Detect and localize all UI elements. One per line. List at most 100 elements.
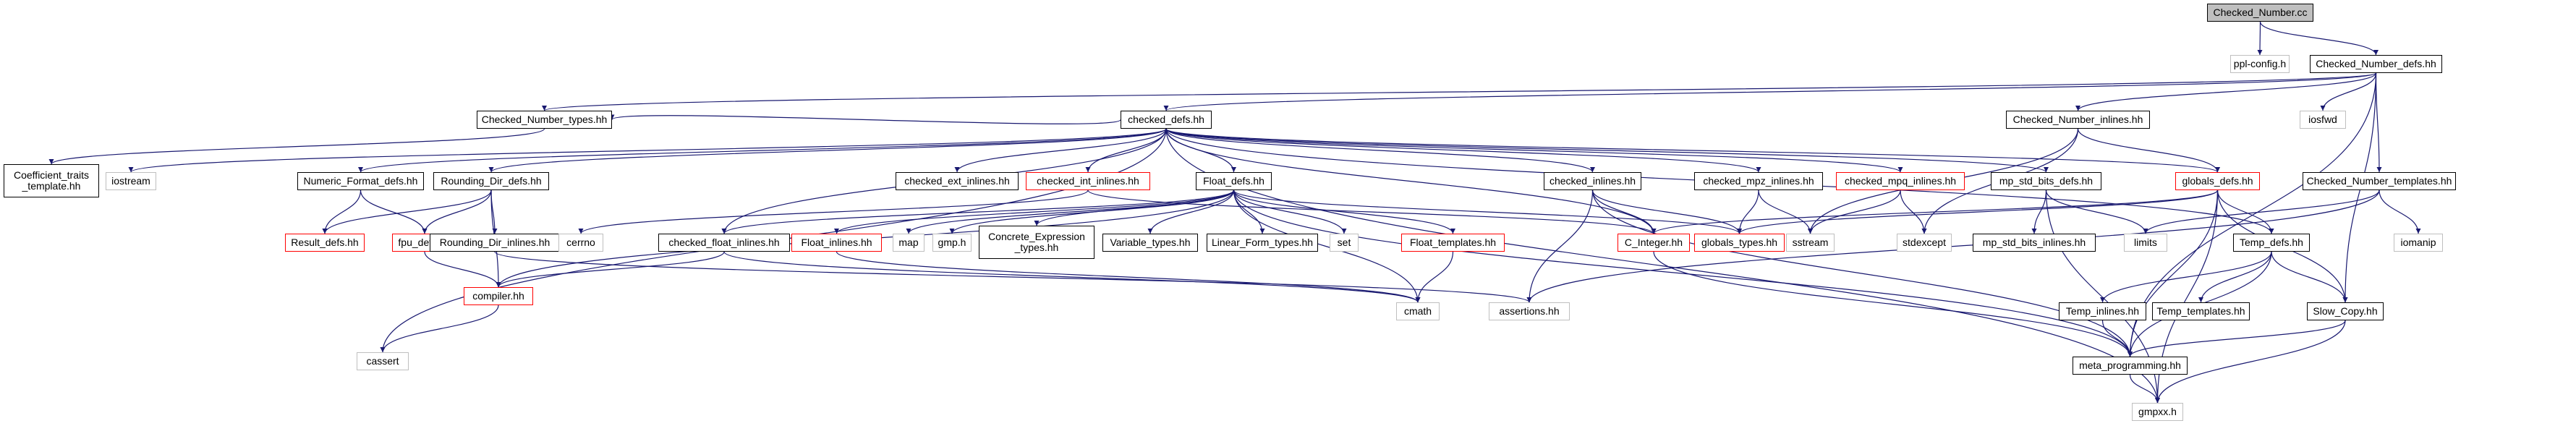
edge-checked-float-inlines-hh-to-cmath — [723, 251, 1421, 303]
node-checked-number-inlines-hh[interactable]: Checked_Number_inlines.hh — [2006, 111, 2150, 129]
node-mp-std-bits-inlines-hh[interactable]: mp_std_bits_inlines.hh — [1973, 234, 2096, 252]
node-label: limits — [2134, 237, 2157, 248]
node-limits: limits — [2124, 234, 2167, 252]
edge-checked-number-defs-hh-to-checked-number-types-hh — [542, 72, 2377, 111]
edge-checked-defs-hh-to-checked-inlines-hh — [1165, 128, 1595, 173]
node-label: Temp_defs.hh — [2240, 237, 2303, 248]
node-coefficient-traits-template-hh[interactable]: Coefficient_traits _template.hh — [4, 164, 99, 197]
node-compiler-hh[interactable]: compiler.hh — [464, 287, 533, 305]
node-label: map — [898, 237, 919, 248]
edge-temp-defs-hh-to-temp-templates-hh — [2198, 251, 2272, 303]
node-checked-number-templates-hh[interactable]: Checked_Number_templates.hh — [2303, 172, 2456, 190]
node-label: Rounding_Dir_inlines.hh — [439, 237, 551, 248]
edge-checked-number-cc-to-checked-number-defs-hh — [2259, 21, 2379, 56]
node-globals-defs-hh[interactable]: globals_defs.hh — [2175, 172, 2260, 190]
node-label: Checked_Number.cc — [2213, 7, 2308, 18]
edge-checked-number-templates-hh-to-iomanip — [2379, 189, 2421, 234]
node-rounding-dir-defs-hh[interactable]: Rounding_Dir_defs.hh — [433, 172, 549, 190]
node-float-inlines-hh[interactable]: Float_inlines.hh — [791, 234, 882, 252]
edge-layer — [48, 21, 2421, 404]
edge-checked-number-defs-hh-to-checked-defs-hh — [1163, 72, 2377, 111]
node-label: sstream — [1792, 237, 1829, 248]
edge-mp-std-bits-defs-hh-to-limits — [2045, 189, 2148, 234]
node-globals-types-hh[interactable]: globals_types.hh — [1694, 234, 1785, 252]
edge-slow-copy-hh-to-gmpxx-h — [2155, 320, 2346, 404]
node-stdexcept: stdexcept — [1897, 234, 1952, 252]
node-checked-number-defs-hh[interactable]: Checked_Number_defs.hh — [2310, 55, 2442, 73]
node-label: Float_defs.hh — [1203, 175, 1264, 187]
node-checked-defs-hh[interactable]: checked_defs.hh — [1121, 111, 1212, 129]
node-linear-form-types-hh[interactable]: Linear_Form_types.hh — [1207, 234, 1318, 252]
node-checked-mpz-inlines-hh[interactable]: checked_mpz_inlines.hh — [1694, 172, 1823, 190]
node-checked-ext-inlines-hh[interactable]: checked_ext_inlines.hh — [896, 172, 1019, 190]
node-label: checked_defs.hh — [1128, 114, 1204, 125]
edge-globals-defs-hh-to-c-integer-hh — [1651, 189, 2219, 234]
node-label: checked_int_inlines.hh — [1037, 175, 1139, 187]
node-float-templates-hh[interactable]: Float_templates.hh — [1401, 234, 1505, 252]
edge-rounding-dir-inlines-hh-to-assertions-hh — [494, 251, 1532, 303]
node-label: cassert — [366, 355, 399, 367]
node-iosfwd: iosfwd — [2300, 111, 2346, 129]
node-label: assertions.hh — [1499, 305, 1560, 317]
node-checked-mpq-inlines-hh[interactable]: checked_mpq_inlines.hh — [1836, 172, 1965, 190]
edge-checked-int-inlines-hh-to-c-integer-hh — [1087, 189, 1657, 234]
node-iomanip: iomanip — [2394, 234, 2443, 252]
node-label: checked_ext_inlines.hh — [904, 175, 1010, 187]
node-label: mp_std_bits_defs.hh — [1999, 175, 2093, 187]
node-numeric-format-defs-hh[interactable]: Numeric_Format_defs.hh — [297, 172, 424, 190]
node-checked-float-inlines-hh[interactable]: checked_float_inlines.hh — [658, 234, 790, 252]
edge-checked-defs-hh-to-checked-ext-inlines-hh — [954, 128, 1167, 173]
edge-float-defs-hh-to-variable-types-hh — [1147, 189, 1235, 234]
node-c-integer-hh[interactable]: C_Integer.hh — [1618, 234, 1690, 252]
node-label: stdexcept — [1903, 237, 1946, 248]
edge-checked-defs-hh-to-iostream — [128, 128, 1167, 173]
edge-compiler-hh-to-cassert — [380, 304, 499, 353]
node-meta-programming-hh[interactable]: meta_programming.hh — [2073, 357, 2188, 375]
node-label: Temp_inlines.hh — [2065, 305, 2140, 317]
node-mp-std-bits-defs-hh[interactable]: mp_std_bits_defs.hh — [1991, 172, 2101, 190]
node-concrete-expression-types-hh[interactable]: Concrete_Expression _types.hh — [979, 226, 1094, 259]
node-float-defs-hh[interactable]: Float_defs.hh — [1196, 172, 1272, 190]
node-slow-copy-hh[interactable]: Slow_Copy.hh — [2307, 302, 2384, 320]
edge-checked-defs-hh-to-gmpxx-h — [1165, 128, 2160, 404]
edge-temp-defs-hh-to-slow-copy-hh — [2271, 251, 2348, 303]
edge-checked-number-defs-hh-to-iosfwd — [2320, 72, 2377, 111]
edge-checked-number-cc-to-ppl-config-h — [2257, 21, 2263, 56]
edge-checked-mpq-inlines-hh-to-sstream — [1808, 189, 1901, 234]
node-checked-number-types-hh[interactable]: Checked_Number_types.hh — [477, 111, 612, 129]
node-label: set — [1337, 237, 1351, 248]
edge-rounding-dir-defs-hh-to-result-defs-hh — [322, 189, 492, 234]
edge-checked-defs-hh-to-c-integer-hh — [1165, 128, 1657, 234]
node-variable-types-hh[interactable]: Variable_types.hh — [1102, 234, 1198, 252]
node-label: Result_defs.hh — [291, 237, 359, 248]
edge-checked-defs-hh-to-checked-int-inlines-hh — [1085, 128, 1167, 173]
edge-checked-number-defs-hh-to-checked-number-inlines-hh — [2075, 72, 2377, 111]
edge-mp-std-bits-defs-hh-to-mp-std-bits-inlines-hh — [2031, 189, 2047, 234]
node-temp-defs-hh[interactable]: Temp_defs.hh — [2233, 234, 2310, 252]
node-rounding-dir-inlines-hh[interactable]: Rounding_Dir_inlines.hh — [430, 234, 560, 252]
node-ppl-config-h: ppl-config.h — [2230, 55, 2290, 73]
node-result-defs-hh[interactable]: Result_defs.hh — [285, 234, 365, 252]
node-temp-inlines-hh[interactable]: Temp_inlines.hh — [2059, 302, 2146, 320]
edge-checked-inlines-hh-to-globals-types-hh — [1591, 189, 1742, 234]
edge-float-defs-hh-to-float-templates-hh — [1233, 189, 1455, 234]
node-label: Temp_templates.hh — [2156, 305, 2245, 317]
node-checked-inlines-hh[interactable]: checked_inlines.hh — [1544, 172, 1641, 190]
edge-checked-inlines-hh-to-assertions-hh — [1526, 189, 1594, 303]
node-temp-templates-hh[interactable]: Temp_templates.hh — [2152, 302, 2250, 320]
edge-numeric-format-defs-hh-to-fpu-defs-hh — [360, 189, 428, 234]
node-label: Checked_Number_types.hh — [481, 114, 608, 125]
node-label: checked_float_inlines.hh — [668, 237, 780, 248]
node-cerrno: cerrno — [558, 234, 603, 252]
node-iostream: iostream — [106, 172, 156, 190]
node-checked-int-inlines-hh[interactable]: checked_int_inlines.hh — [1026, 172, 1150, 190]
edge-checked-float-inlines-hh-to-compiler-hh — [496, 251, 725, 288]
edge-float-defs-hh-to-cmath — [1233, 189, 1421, 303]
edge-checked-inlines-hh-to-meta-programming-hh — [1591, 189, 2133, 357]
node-label: gmp.h — [938, 237, 966, 248]
edge-globals-defs-hh-to-meta-programming-hh — [2127, 189, 2219, 357]
node-label: Slow_Copy.hh — [2313, 305, 2378, 317]
node-label: Checked_Number_defs.hh — [2316, 58, 2436, 69]
edge-float-defs-hh-to-meta-programming-hh — [1233, 189, 2133, 357]
